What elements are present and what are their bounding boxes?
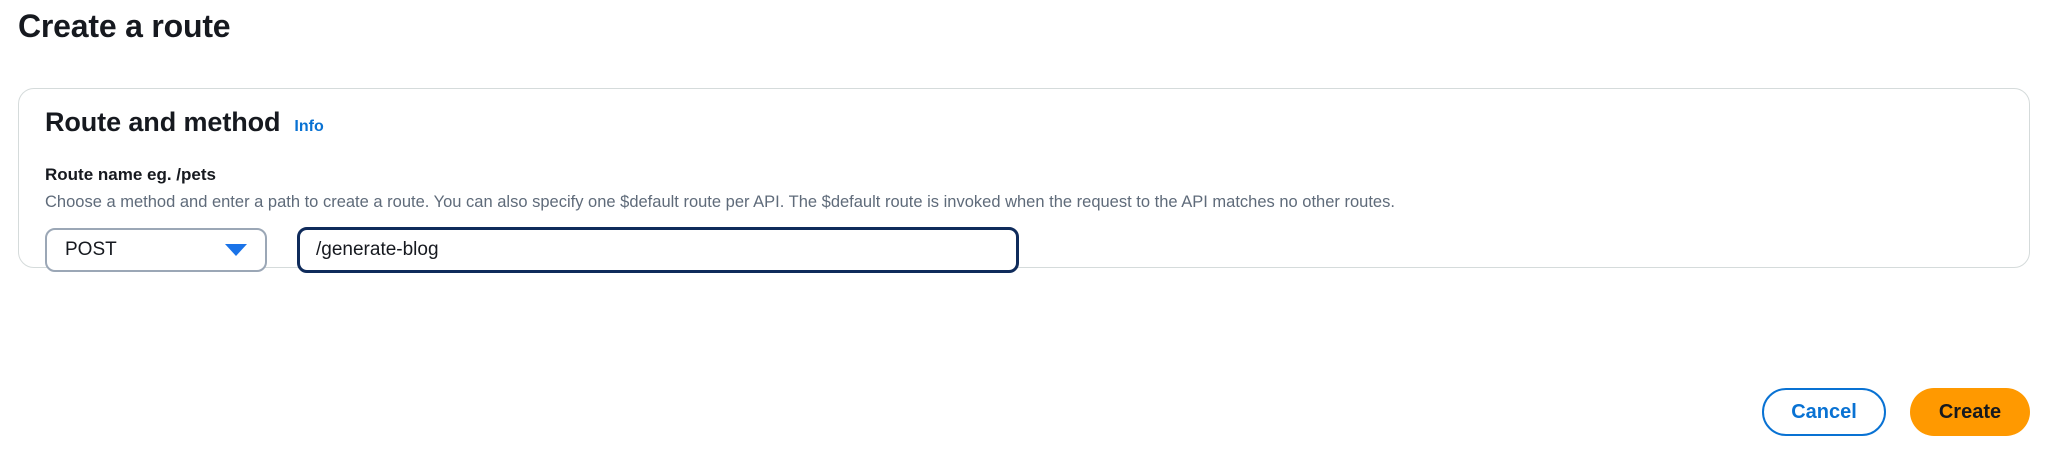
http-method-select[interactable]: POST [45,228,267,273]
route-path-value: /generate-blog [316,239,439,261]
section-header: Route and method Info [45,107,2003,147]
form-actions: Cancel Create [1762,388,2030,436]
route-name-field: Route name eg. /pets Choose a method and… [45,165,2003,274]
route-and-method-card: Route and method Info Route name eg. /pe… [18,88,2030,274]
route-name-label: Route name eg. /pets [45,165,216,184]
route-controls-row: POST /generate-blog [45,227,2003,274]
create-button[interactable]: Create [1910,388,2030,436]
card-content: Route and method Info Route name eg. /pe… [45,107,2003,274]
route-name-description: Choose a method and enter a path to crea… [45,193,1395,212]
info-link[interactable]: Info [294,118,324,135]
section-title: Route and method [45,107,281,137]
triangle-down-icon [225,244,247,257]
page-title: Create a route [18,8,231,44]
http-method-value: POST [65,239,117,261]
cancel-button[interactable]: Cancel [1762,388,1886,436]
route-path-input[interactable]: /generate-blog [297,227,1019,274]
